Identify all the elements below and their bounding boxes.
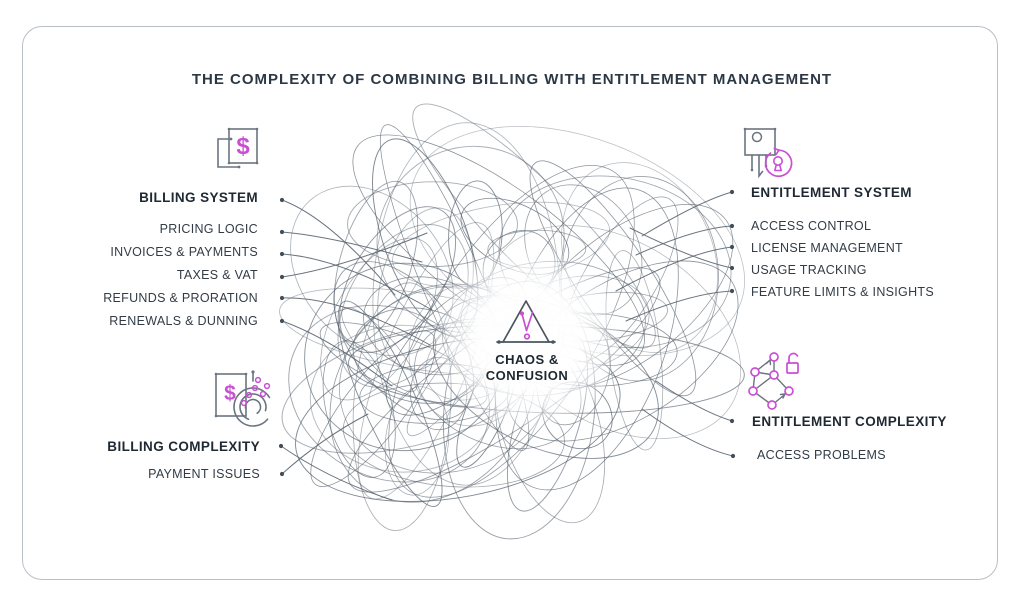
svg-text:$: $ [236,133,250,160]
list-item: ACCESS CONTROL [751,219,872,233]
entitlement-system-title: ENTITLEMENT SYSTEM [751,185,912,200]
billing-system-title: BILLING SYSTEM [139,190,258,205]
list-item: PAYMENT ISSUES [148,467,260,481]
chaos-label-line1: CHAOS & [495,352,559,367]
billing-document-dollar-icon: $ [211,126,265,189]
entitlement-complexity-items: ACCESS PROBLEMS [757,444,886,467]
list-item: ACCESS PROBLEMS [757,448,886,462]
key-access-icon [740,126,796,189]
list-item: REFUNDS & PRORATION [103,291,258,305]
list-item: FEATURE LIMITS & INSIGHTS [751,285,934,299]
entitlement-system-items: ACCESS CONTROL LICENSE MANAGEMENT USAGE … [751,215,934,303]
list-item: INVOICES & PAYMENTS [110,245,258,259]
entitlement-complexity-title: ENTITLEMENT COMPLEXITY [752,414,947,429]
invoice-spiral-icon: $ [213,369,275,436]
warning-triangle-icon [491,295,561,352]
list-item: USAGE TRACKING [751,263,867,277]
list-item: LICENSE MANAGEMENT [751,241,903,255]
list-item: PRICING LOGIC [159,222,258,236]
chaos-label-line2: CONFUSION [485,367,569,383]
billing-complexity-items: PAYMENT ISSUES [148,463,260,486]
svg-text:$: $ [224,382,236,405]
chaos-label: CHAOS & CONFUSION [447,352,607,383]
list-item: RENEWALS & DUNNING [109,314,258,328]
billing-system-items: PRICING LOGIC INVOICES & PAYMENTS TAXES … [103,218,258,333]
network-lock-icon [743,350,801,415]
diagram-title: THE COMPLEXITY OF COMBINING BILLING WITH… [191,71,833,88]
list-item: TAXES & VAT [176,268,258,282]
billing-complexity-title: BILLING COMPLEXITY [107,439,260,454]
